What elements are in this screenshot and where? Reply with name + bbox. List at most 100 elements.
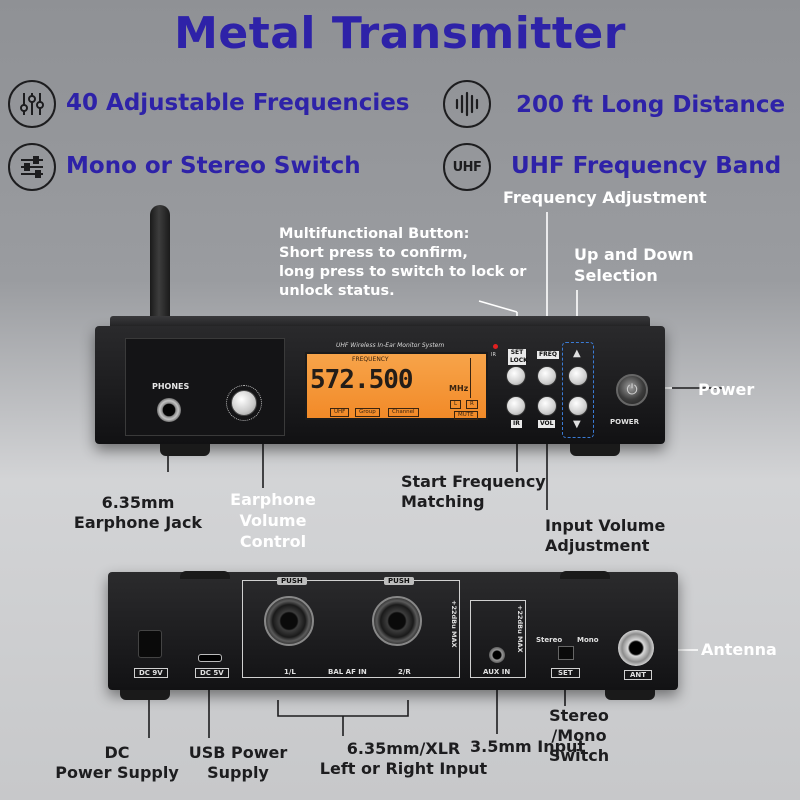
callout-stereo-mono: Stereo /Mono Switch (524, 706, 634, 766)
callout-dc-line-2: Power Supply (55, 763, 179, 782)
dc-label: DC 9V (134, 668, 168, 678)
front-unit-top (110, 316, 650, 328)
callout-usb-line-2: Supply (207, 763, 269, 782)
callout-input-line-2: Adjustment (545, 536, 650, 555)
xlr-input-right[interactable] (372, 596, 422, 646)
feature-mono-stereo: Mono or Stereo Switch (66, 153, 361, 179)
aux-label: AUX IN (483, 668, 511, 676)
ir-indicator-label: IR (491, 352, 496, 358)
callout-up-down-line-2: Selection (574, 265, 658, 285)
xlr-input-left[interactable] (264, 596, 314, 646)
rear-foot-bottom-left (120, 690, 170, 700)
phones-label: PHONES (152, 382, 190, 391)
feature-adjustable-frequencies: 40 Adjustable Frequencies (66, 90, 410, 116)
callout-xlr-line-1: 6.35mm/XLR (346, 739, 461, 758)
mono-label: Mono (577, 636, 599, 644)
up-down-highlight (562, 342, 594, 438)
max-level-label-2: +22dBu MAX (516, 605, 524, 653)
lcd-level-meter (470, 358, 480, 398)
callout-usb-line-1: USB Power (188, 743, 288, 762)
lcd-unit: MHz (449, 384, 469, 393)
up-button[interactable] (568, 366, 588, 386)
feature-uhf-band: UHF Frequency Band (511, 153, 782, 179)
up-arrow-icon: ▲ (573, 348, 581, 359)
callout-aux-input: 3.5mm Input (470, 737, 586, 756)
antenna-rod (150, 205, 170, 335)
callout-start-line-2: Matching (401, 492, 485, 511)
lcd-mute: MUTE (454, 411, 478, 420)
callout-input-volume: Input Volume Adjustment (545, 516, 665, 556)
callout-start-line-1: Start Frequency (401, 472, 546, 491)
callout-input-line-1: Input Volume (545, 516, 666, 535)
callout-stereo-line-1: Stereo /Mono (549, 706, 609, 745)
lcd-tag-group: Group (355, 408, 380, 417)
lcd-tag-uhf: UHF (330, 408, 350, 417)
callout-jack-line-1: 6.35mm (101, 493, 175, 512)
ir-button[interactable] (506, 396, 526, 416)
power-icon: ⏻ (626, 382, 638, 398)
callout-dc-power: DC Power Supply (52, 743, 182, 783)
push-tab-right: PUSH (384, 577, 414, 585)
bal-af-in-label: BAL AF IN (328, 668, 367, 676)
lcd-right: R (466, 400, 478, 409)
callout-frequency-adjustment: Frequency Adjustment (503, 188, 707, 207)
down-button[interactable] (568, 396, 588, 416)
callout-up-down-line-1: Up and Down (574, 245, 694, 264)
phones-panel (125, 338, 285, 436)
callout-antenna: Antenna (701, 640, 777, 659)
down-arrow-icon: ▼ (573, 419, 581, 430)
callout-multi-line-2: Short press to confirm, (279, 244, 468, 261)
balanced-input-panel (242, 580, 460, 678)
callout-dc-line-1: DC (104, 743, 130, 762)
freq-button[interactable] (537, 366, 557, 386)
ir-indicator-led (493, 344, 498, 349)
ant-label: ANT (624, 670, 653, 680)
rear-foot-right (560, 571, 610, 579)
callout-xlr-input: 6.35mm/XLR Left or Right Input (316, 739, 491, 779)
callout-volume-line-2: Control (239, 531, 307, 551)
vol-button[interactable] (537, 396, 557, 416)
set-lock-button[interactable] (506, 366, 526, 386)
uhf-icon: UHF (443, 143, 491, 191)
bal-right-label: 2/R (398, 668, 411, 676)
earphone-jack[interactable] (157, 398, 181, 422)
callout-multi-line-4: unlock status. (279, 282, 395, 299)
callout-multi-line-1: Multifunctional Button: (279, 226, 470, 242)
lcd-frequency-value: 572.500 (310, 365, 414, 395)
front-foot-left (160, 444, 210, 456)
lcd-left: L (450, 400, 462, 409)
usb-label: DC 5V (195, 668, 229, 678)
earphone-volume-knob[interactable] (231, 390, 257, 416)
lcd-tag-channel: Channel (388, 408, 419, 417)
callout-earphone-jack: 6.35mm Earphone Jack (58, 493, 218, 533)
callout-multi-line-3: long press to switch to lock or (279, 263, 527, 280)
rear-foot-bottom-right (605, 690, 655, 700)
bal-left-label: 1/L (284, 668, 296, 676)
stereo-mono-switch[interactable] (558, 646, 574, 660)
equalizer-icon (8, 143, 56, 191)
mixer-sliders-icon (8, 80, 56, 128)
vol-label: VOL (538, 420, 556, 428)
callout-power: Power (698, 380, 755, 399)
front-foot-right (570, 444, 620, 456)
freq-label: FREQ (537, 351, 559, 359)
callout-xlr-line-2: Left or Right Input (319, 759, 488, 778)
power-button[interactable]: ⏻ (616, 374, 648, 406)
push-tab-left: PUSH (277, 577, 307, 585)
feature-long-distance: 200 ft Long Distance (516, 92, 786, 118)
dc-power-jack[interactable] (138, 630, 162, 658)
callout-volume-line-1: Earphone Volume (230, 490, 316, 530)
callout-multifunctional-button: Multifunctional Button: Short press to c… (279, 225, 526, 300)
callout-stereo-line-2: Switch (548, 746, 610, 765)
usb-port[interactable] (198, 654, 222, 662)
page-title: Metal Transmitter (174, 8, 626, 59)
unit-header-text: UHF Wireless In-Ear Monitor System (336, 342, 445, 349)
antenna-connector[interactable] (618, 630, 654, 666)
power-label: POWER (610, 418, 639, 426)
uhf-icon-label: UHF (452, 159, 482, 175)
volume-dial-ring (226, 385, 262, 421)
ir-label: IR (511, 420, 522, 428)
aux-input-jack[interactable] (489, 647, 505, 663)
set-lock-label: SET LOCK (508, 349, 528, 365)
set-label: SET (551, 668, 580, 678)
